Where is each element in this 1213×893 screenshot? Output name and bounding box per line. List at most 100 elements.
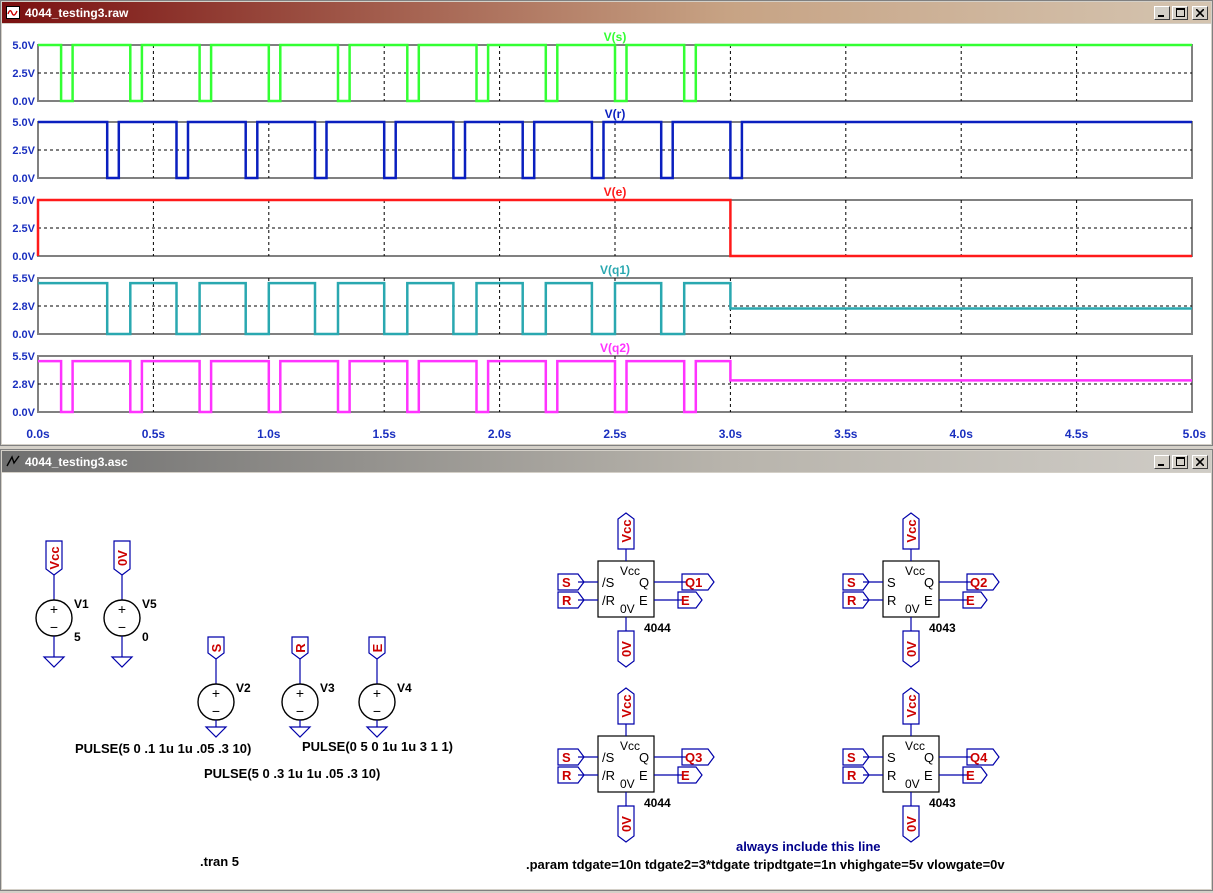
maximize-button[interactable] bbox=[1172, 5, 1188, 20]
net-label: Q1 bbox=[685, 575, 702, 590]
pulse-directive[interactable]: PULSE(0 5 0 1u 1u 3 1 1) bbox=[302, 739, 453, 754]
pin-gnd-label: 0V bbox=[620, 777, 635, 791]
net-flag-s[interactable]: S bbox=[557, 573, 585, 591]
net-flag bbox=[962, 766, 988, 784]
pane-4[interactable]: 5.5V2.8V0.0VV(q2) bbox=[12, 341, 1193, 419]
close-button[interactable] bbox=[1192, 5, 1208, 20]
trace-vq2[interactable] bbox=[38, 359, 1192, 414]
ground-icon bbox=[204, 726, 228, 738]
pulse-directive[interactable]: PULSE(5 0 .3 1u 1u .05 .3 10) bbox=[204, 766, 380, 781]
net-flag-r[interactable]: R bbox=[557, 591, 585, 609]
source-name: V5 bbox=[142, 597, 157, 611]
x-tick-label: 0.5s bbox=[142, 427, 166, 441]
net-flag-0v[interactable]: 0V bbox=[113, 540, 131, 576]
minus-sign: − bbox=[373, 703, 381, 719]
comment-text[interactable]: always include this line bbox=[736, 839, 881, 854]
close-icon bbox=[1196, 8, 1204, 17]
source-v4[interactable]: +−V4 bbox=[358, 681, 412, 721]
net-flag-q4[interactable]: Q4 bbox=[966, 748, 1000, 766]
schematic-titlebar[interactable]: 4044_testing3.asc bbox=[2, 451, 1211, 472]
pane-2[interactable]: 5.0V2.5V0.0VV(e) bbox=[12, 185, 1193, 263]
net-flag bbox=[902, 805, 920, 843]
source-v3[interactable]: +−V3 bbox=[281, 681, 335, 721]
net-label: S bbox=[562, 750, 571, 765]
param-directive[interactable]: .param tdgate=10n tdgate2=3*tdgate tripd… bbox=[526, 857, 1005, 872]
net-flag-0v[interactable]: 0V bbox=[617, 630, 635, 668]
net-flag-vcc[interactable]: Vcc bbox=[617, 512, 635, 550]
waveform-chart[interactable]: 5.0V2.5V0.0VV(s)5.0V2.5V0.0VV(r)5.0V2.5V… bbox=[2, 24, 1211, 444]
minimize-button[interactable] bbox=[1154, 454, 1170, 469]
maximize-button[interactable] bbox=[1172, 454, 1188, 469]
ground-icon bbox=[365, 726, 389, 738]
pane-0[interactable]: 5.0V2.5V0.0VV(s) bbox=[12, 30, 1193, 108]
y-tick-label: 2.8V bbox=[12, 379, 35, 391]
net-flag-vcc[interactable]: Vcc bbox=[902, 687, 920, 725]
net-flag-0v[interactable]: 0V bbox=[902, 805, 920, 843]
net-flag-0v[interactable]: 0V bbox=[902, 630, 920, 668]
trace-ve[interactable] bbox=[36, 198, 1192, 258]
net-flag-e[interactable]: E bbox=[962, 766, 988, 784]
net-flag-vcc[interactable]: Vcc bbox=[617, 687, 635, 725]
plus-sign: + bbox=[373, 685, 381, 701]
pane-3[interactable]: 5.5V2.8V0.0VV(q1) bbox=[12, 263, 1193, 341]
net-label: Q4 bbox=[970, 750, 988, 765]
trace-vs[interactable] bbox=[38, 43, 1192, 103]
net-flag-r[interactable]: R bbox=[291, 636, 309, 660]
trace-label[interactable]: V(r) bbox=[605, 107, 626, 121]
pane-1[interactable]: 5.0V2.5V0.0VV(r) bbox=[12, 107, 1193, 185]
net-flag bbox=[557, 748, 585, 766]
close-button[interactable] bbox=[1192, 454, 1208, 469]
minimize-button[interactable] bbox=[1154, 5, 1170, 20]
ground-triangle bbox=[204, 726, 228, 738]
waveform-app-icon bbox=[5, 6, 21, 20]
net-flag-s[interactable]: S bbox=[842, 748, 870, 766]
chip-part-number: 4043 bbox=[929, 796, 956, 810]
pin-q-label: Q bbox=[924, 750, 934, 765]
net-flag-vcc[interactable]: Vcc bbox=[45, 540, 63, 576]
source-v1[interactable]: +−V15 bbox=[35, 597, 89, 644]
plus-sign: + bbox=[50, 601, 58, 617]
y-tick-label: 2.5V bbox=[12, 145, 35, 157]
trace-label[interactable]: V(s) bbox=[604, 30, 627, 44]
trace-label[interactable]: V(e) bbox=[604, 185, 627, 199]
net-flag-vcc[interactable]: Vcc bbox=[902, 512, 920, 550]
net-flag-s[interactable]: S bbox=[207, 636, 225, 660]
net-label: Vcc bbox=[904, 694, 919, 717]
net-flag-e[interactable]: E bbox=[677, 591, 703, 609]
pin-e-label: E bbox=[924, 593, 933, 608]
plus-sign: + bbox=[212, 685, 220, 701]
net-flag-r[interactable]: R bbox=[557, 766, 585, 784]
tran-directive[interactable]: .tran 5 bbox=[200, 854, 239, 869]
trace-label[interactable]: V(q1) bbox=[600, 263, 630, 277]
trace-vq1[interactable] bbox=[38, 281, 1192, 336]
trace-label[interactable]: V(q2) bbox=[600, 341, 630, 355]
net-flag-0v[interactable]: 0V bbox=[617, 805, 635, 843]
net-flag-e[interactable]: E bbox=[677, 766, 703, 784]
net-flag bbox=[617, 805, 635, 843]
source-v5[interactable]: +−V50 bbox=[103, 597, 157, 644]
net-label: S bbox=[562, 575, 571, 590]
source-name: V3 bbox=[320, 681, 335, 695]
net-flag-e[interactable]: E bbox=[368, 636, 386, 660]
net-flag-q3[interactable]: Q3 bbox=[681, 748, 715, 766]
pulse-directive[interactable]: PULSE(5 0 .1 1u 1u .05 .3 10) bbox=[75, 741, 251, 756]
waveform-titlebar[interactable]: 4044_testing3.raw bbox=[2, 2, 1211, 23]
net-flag-s[interactable]: S bbox=[557, 748, 585, 766]
trace-vr[interactable] bbox=[38, 120, 1192, 180]
net-flag-s[interactable]: S bbox=[842, 573, 870, 591]
y-tick-label: 0.0V bbox=[12, 329, 35, 341]
net-flag-q1[interactable]: Q1 bbox=[681, 573, 715, 591]
source-v2[interactable]: +−V2 bbox=[197, 681, 251, 721]
y-tick-label: 5.5V bbox=[12, 351, 35, 363]
net-flag-e[interactable]: E bbox=[962, 591, 988, 609]
net-flag-q2[interactable]: Q2 bbox=[966, 573, 1000, 591]
net-flag-r[interactable]: R bbox=[842, 766, 870, 784]
net-flag-r[interactable]: R bbox=[842, 591, 870, 609]
